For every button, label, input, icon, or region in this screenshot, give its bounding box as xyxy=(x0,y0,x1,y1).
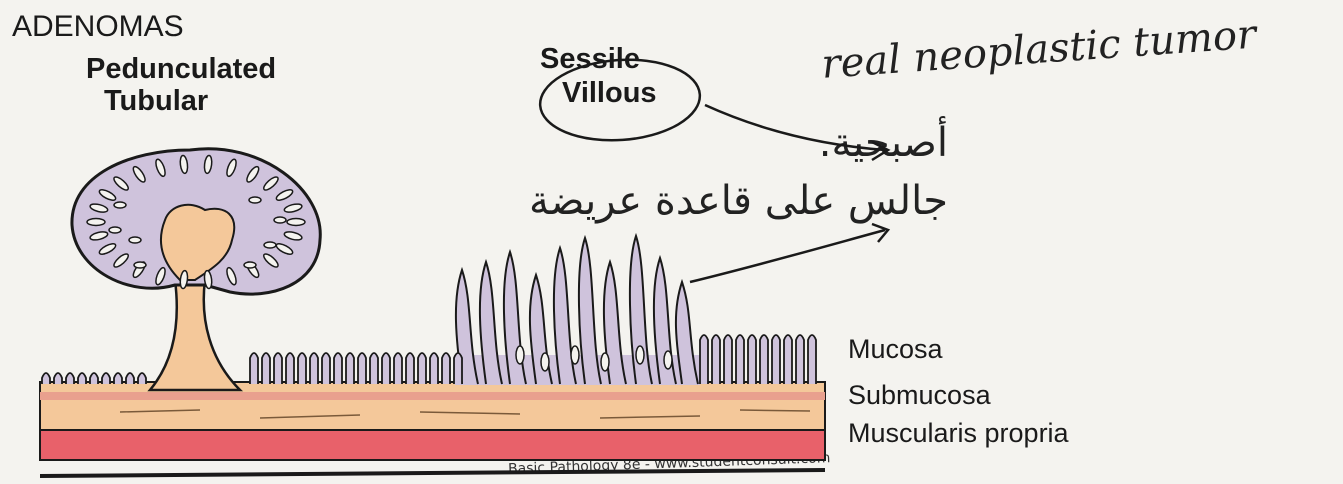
crypt xyxy=(700,335,708,384)
tubular-gland xyxy=(87,219,105,226)
tubular-gland xyxy=(134,262,146,268)
crypt xyxy=(712,335,720,384)
tubular-gland xyxy=(129,237,141,243)
crypt xyxy=(90,373,98,384)
crypt xyxy=(760,335,768,384)
polyp-stalk xyxy=(150,280,240,390)
tubular-gland xyxy=(244,262,256,268)
crypt xyxy=(454,353,462,384)
villous-circle-annotation xyxy=(537,55,702,146)
villus xyxy=(480,262,502,384)
tubular-gland xyxy=(287,219,305,226)
crypt xyxy=(358,353,366,384)
crypt xyxy=(322,353,330,384)
tubular-gland xyxy=(274,217,286,223)
crypt xyxy=(370,353,378,384)
crypt xyxy=(42,373,50,384)
tubular-gland xyxy=(249,197,261,203)
crypt xyxy=(772,335,780,384)
villous-gland xyxy=(541,353,549,371)
crypt xyxy=(286,353,294,384)
crypt xyxy=(114,373,122,384)
crypt xyxy=(262,353,270,384)
intestinal-wall-layers xyxy=(40,382,825,476)
crypt xyxy=(430,353,438,384)
crypt xyxy=(724,335,732,384)
crypt xyxy=(382,353,390,384)
arrow-to-arabic-note xyxy=(690,230,885,282)
crypt xyxy=(310,353,318,384)
crypt xyxy=(418,353,426,384)
crypt xyxy=(66,373,74,384)
villus xyxy=(504,252,526,384)
crypt xyxy=(298,353,306,384)
muscularis-layer xyxy=(40,428,825,460)
crypt xyxy=(808,335,816,384)
arrow-head-1 xyxy=(872,142,888,160)
villous-gland xyxy=(571,346,579,364)
tubular-gland xyxy=(114,202,126,208)
annotation-arrows xyxy=(537,55,888,282)
crypt xyxy=(102,373,110,384)
sessile-villous-adenoma xyxy=(455,236,700,385)
crypt xyxy=(748,335,756,384)
villous-gland xyxy=(664,351,672,369)
crypt xyxy=(334,353,342,384)
crypt xyxy=(78,373,86,384)
crypt xyxy=(394,353,402,384)
crypt xyxy=(54,373,62,384)
villous-gland xyxy=(516,346,524,364)
crypt xyxy=(784,335,792,384)
tubular-gland xyxy=(109,227,121,233)
crypt xyxy=(250,353,258,384)
crypt xyxy=(126,373,134,384)
crypt xyxy=(796,335,804,384)
crypt xyxy=(274,353,282,384)
pedunculated-tubular-adenoma xyxy=(72,149,320,390)
villous-gland xyxy=(636,346,644,364)
crypt xyxy=(406,353,414,384)
crypt xyxy=(138,373,146,384)
villus xyxy=(579,238,601,384)
wall-base-line xyxy=(40,470,825,476)
muscularis-mucosae-band xyxy=(40,392,825,400)
arrow-to-english-note xyxy=(705,105,885,150)
crypt xyxy=(736,335,744,384)
crypt xyxy=(346,353,354,384)
tubular-gland xyxy=(264,242,276,248)
villus xyxy=(676,282,698,384)
villous-gland xyxy=(601,353,609,371)
crypt xyxy=(442,353,450,384)
